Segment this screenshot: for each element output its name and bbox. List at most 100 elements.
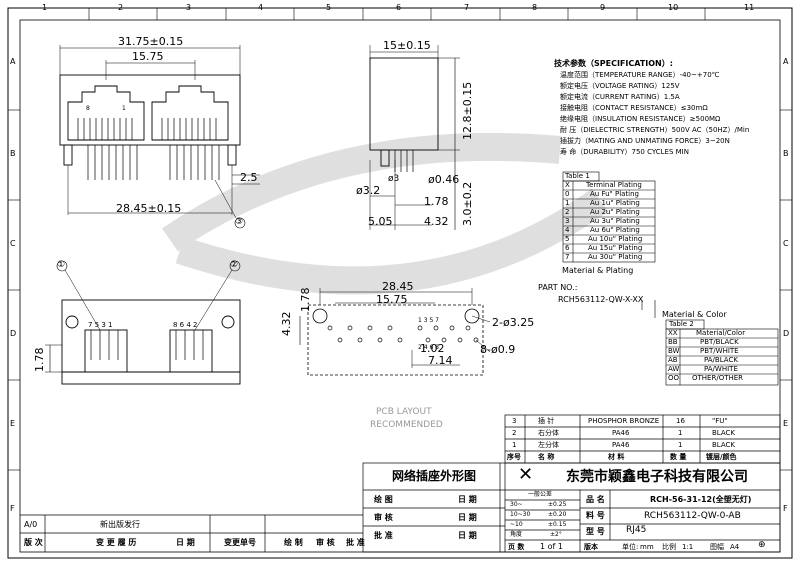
tolerance-value: ±0.20 (548, 511, 567, 518)
grid-col-3: 3 (186, 3, 192, 12)
bom-row-2-material: PA46 (612, 429, 630, 437)
bom-row-1-material: PA46 (612, 441, 630, 449)
product-name-label: 品 名 (586, 495, 605, 504)
tolerance-range: ~10 (510, 521, 523, 528)
table-1-row: 0 (565, 190, 570, 198)
part-label: 料 号 (586, 511, 605, 520)
pcb-pin-nums-top: 1 3 5 7 (418, 317, 439, 324)
dim-pin-dia: ø0.46 (428, 173, 460, 186)
table-2-title: Table 2 (669, 320, 694, 328)
grid-row-c: C (10, 239, 16, 248)
revision-header-approved: 批 准 (346, 538, 365, 547)
bottom-pin-nums-right: 8 6 4 2 (173, 321, 198, 329)
bom-row-2-qty: 1 (678, 429, 683, 437)
dim-overall-width: 31.75±0.15 (118, 35, 184, 48)
tolerance-title: 一般公差 (528, 491, 553, 498)
tolerance-value: ±0.25 (548, 501, 567, 508)
grid-row-b-right: B (783, 149, 789, 158)
table-1-row: Au Fu" Plating (590, 190, 639, 198)
table-1-title: Table 1 (565, 172, 590, 180)
pcb-caption-2: RECOMMENDED (370, 420, 443, 430)
spec-row: 绝缘电阻（INSULATION RESISTANCE）≥500MΩ (560, 115, 721, 123)
bom-row-2-no: 2 (512, 429, 517, 437)
size-value: A4 (730, 543, 740, 551)
grid-col-1: 1 (42, 3, 48, 12)
dim-port-pitch: 15.75 (132, 50, 164, 63)
table-2-caption: Material & Color (662, 310, 727, 319)
date-label: 日 期 (458, 513, 477, 522)
bom-row-1-no: 1 (512, 441, 517, 449)
grid-row-a: A (10, 57, 16, 66)
grid-col-11: 11 (744, 3, 755, 12)
dim-pcb-714: 7.14 (428, 354, 453, 367)
unit-value: mm (640, 543, 654, 551)
model: RJ45 (626, 525, 647, 535)
front-view (59, 45, 260, 229)
grid-col-5: 5 (326, 3, 332, 12)
tolerance-range: 角度 (510, 531, 523, 538)
table-2-row: BB (668, 338, 678, 346)
grid-col-6: 6 (396, 3, 402, 12)
bottom-pin-nums-left: 7 5 3 1 (88, 321, 113, 329)
grid-row-d-right: D (783, 329, 790, 338)
page-label: 页 数 (508, 543, 525, 551)
table-2-row: OTHER/OTHER (692, 374, 744, 382)
spec-row: 寿 命（DURABILITY）750 CYCLES MIN (560, 148, 689, 156)
table-1-header-plating: Terminal Plating (586, 181, 642, 189)
grid-row-f: F (10, 504, 15, 513)
table-1-row: 1 (565, 199, 570, 207)
side-view (369, 45, 460, 230)
dim-pin-length: 3.0±0.2 (461, 181, 474, 226)
table-1-row: Au 10u" Plating (588, 235, 643, 243)
revision-header-drawn: 绘 制 (284, 538, 303, 547)
title-block-grid (20, 414, 781, 553)
revision-header-version: 版 次 (24, 538, 43, 547)
bom-row-3-name: 插 针 (538, 417, 555, 425)
spec-row: 额定电流（CURRENT RATING）1.5A (560, 93, 680, 101)
grid-row-f-right: F (783, 504, 788, 513)
dim-side-432: 4.32 (424, 215, 449, 228)
callout-2: ② (230, 260, 239, 270)
grid-col-9: 9 (600, 3, 606, 12)
dim-side-height: 12.8±0.15 (461, 81, 474, 140)
bom-header-no: 序号 (507, 453, 521, 461)
version-label: 版本 (584, 543, 598, 551)
callout-1: ① (57, 260, 66, 270)
grid-col-7: 7 (464, 3, 470, 12)
grid-col-2: 2 (118, 3, 124, 12)
revision-description: 新出版发行 (100, 520, 140, 529)
approve-label: 批 准 (374, 531, 393, 540)
bom-header-name: 名 称 (538, 453, 555, 461)
table-1-row: Au 6u" Plating (590, 226, 640, 234)
table-2-row: AB (668, 356, 678, 364)
scale-value: 1:1 (682, 543, 694, 551)
dim-pcb-holes-big: 2-ø3.25 (492, 316, 535, 329)
bom-row-3-finish: "FU" (712, 417, 728, 425)
draw-label: 绘 图 (374, 495, 393, 504)
table-2-row: AW (668, 365, 680, 373)
spec-row: 额定电压（VOLTAGE RATING）125V (560, 82, 680, 90)
revision-header-history: 变 更 履 历 (96, 538, 137, 547)
part-no-code: RCH563112-QW-X-XX (558, 295, 644, 304)
dim-peg-dia-2: ø3 (388, 174, 400, 184)
table-2-row: PA/WHITE (704, 365, 738, 373)
revision-header-date: 日 期 (176, 538, 195, 547)
dim-side-width: 15±0.15 (383, 39, 431, 52)
table-2-header-xx: XX (668, 329, 678, 337)
dim-pcb-102: 1.02 (420, 342, 445, 355)
table-1-row: 2 (565, 208, 570, 216)
grid-row-e: E (10, 419, 16, 428)
callout-3: ③ (235, 217, 244, 227)
table-2-grid (665, 319, 779, 386)
bom-row-1-name: 左分体 (538, 441, 559, 449)
table-2-row: BW (668, 347, 680, 355)
table-1-caption: Material & Plating (562, 266, 634, 275)
tolerance-value: ±0.15 (548, 521, 567, 528)
bom-row-3-material: PHOSPHOR BRONZE (588, 417, 660, 425)
table-1-row: Au 1u" Plating (590, 199, 640, 207)
table-2-row: OO (668, 374, 680, 382)
dim-peg-dia: ø3.2 (356, 184, 381, 197)
product-name: RCH-56-31-12(全塑无灯) (650, 495, 752, 504)
bom-row-2-name: 右分体 (538, 429, 559, 437)
dim-pcb-holes-small: 8-ø0.9 (480, 343, 516, 356)
